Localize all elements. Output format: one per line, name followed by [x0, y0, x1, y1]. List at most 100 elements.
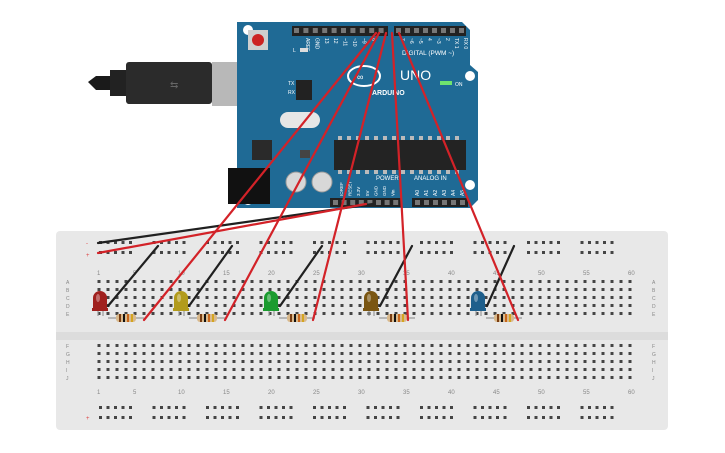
grid-hole[interactable] [277, 368, 281, 371]
header-pin[interactable] [350, 200, 356, 205]
rail-hole[interactable] [335, 406, 339, 409]
grid-hole[interactable] [178, 360, 182, 363]
grid-hole[interactable] [448, 296, 452, 299]
grid-hole[interactable] [142, 312, 146, 315]
grid-hole[interactable] [160, 360, 164, 363]
grid-hole[interactable] [358, 296, 362, 299]
header-pin[interactable] [367, 200, 373, 205]
grid-hole[interactable] [619, 344, 623, 347]
grid-hole[interactable] [493, 368, 497, 371]
grid-hole[interactable] [520, 376, 524, 379]
grid-hole[interactable] [349, 344, 353, 347]
grid-hole[interactable] [187, 296, 191, 299]
rail-hole[interactable] [320, 241, 324, 244]
grid-hole[interactable] [205, 296, 209, 299]
grid-hole[interactable] [547, 344, 551, 347]
grid-hole[interactable] [412, 304, 416, 307]
grid-hole[interactable] [223, 344, 227, 347]
rail-hole[interactable] [496, 241, 499, 244]
grid-hole[interactable] [205, 368, 209, 371]
grid-hole[interactable] [619, 280, 623, 283]
grid-hole[interactable] [169, 352, 173, 355]
rail-hole[interactable] [396, 241, 400, 244]
led-ground-wire[interactable] [378, 244, 414, 308]
rail-hole[interactable] [580, 251, 584, 254]
grid-hole[interactable] [124, 280, 128, 283]
grid-hole[interactable] [547, 304, 551, 307]
grid-hole[interactable] [367, 344, 371, 347]
rail-hole[interactable] [549, 251, 553, 254]
rail-hole[interactable] [366, 251, 370, 254]
header-pin[interactable] [415, 200, 420, 205]
grid-hole[interactable] [169, 368, 173, 371]
grid-hole[interactable] [367, 280, 371, 283]
grid-hole[interactable] [268, 344, 272, 347]
grid-hole[interactable] [187, 280, 191, 283]
grid-hole[interactable] [592, 288, 596, 291]
rail-hole[interactable] [435, 416, 438, 419]
grid-hole[interactable] [385, 280, 389, 283]
grid-hole[interactable] [295, 352, 299, 355]
grid-hole[interactable] [556, 360, 560, 363]
resistor[interactable] [189, 314, 225, 322]
rail-hole[interactable] [152, 416, 156, 419]
rail-hole[interactable] [129, 406, 132, 409]
grid-hole[interactable] [304, 352, 308, 355]
grid-hole[interactable] [178, 344, 182, 347]
grid-hole[interactable] [538, 344, 542, 347]
rail-hole[interactable] [442, 406, 446, 409]
header-pin[interactable] [333, 200, 338, 205]
rail-hole[interactable] [221, 241, 224, 244]
grid-hole[interactable] [439, 304, 443, 307]
grid-hole[interactable] [214, 280, 218, 283]
grid-hole[interactable] [538, 280, 542, 283]
grid-hole[interactable] [394, 352, 398, 355]
grid-hole[interactable] [385, 376, 389, 379]
rail-hole[interactable] [182, 406, 186, 409]
grid-hole[interactable] [385, 360, 389, 363]
grid-hole[interactable] [403, 376, 407, 379]
rail-hole[interactable] [175, 406, 178, 409]
rail-hole[interactable] [206, 416, 209, 419]
rail-hole[interactable] [427, 241, 431, 244]
grid-hole[interactable] [178, 288, 182, 291]
grid-hole[interactable] [547, 288, 551, 291]
grid-hole[interactable] [466, 304, 470, 307]
grid-hole[interactable] [331, 280, 335, 283]
rail-hole[interactable] [175, 416, 178, 419]
grid-hole[interactable] [403, 312, 407, 315]
rail-hole[interactable] [595, 241, 599, 244]
rail-hole[interactable] [588, 416, 591, 419]
grid-hole[interactable] [583, 360, 587, 363]
grid-hole[interactable] [376, 288, 380, 291]
rail-hole[interactable] [366, 416, 370, 419]
header-pin[interactable] [393, 200, 399, 205]
led-ground-wire[interactable] [278, 244, 324, 308]
grid-hole[interactable] [232, 360, 236, 363]
grid-hole[interactable] [385, 368, 389, 371]
grid-hole[interactable] [457, 344, 461, 347]
grid-hole[interactable] [403, 368, 407, 371]
grid-hole[interactable] [367, 288, 371, 291]
grid-hole[interactable] [187, 344, 191, 347]
rail-hole[interactable] [289, 416, 293, 419]
grid-hole[interactable] [520, 352, 524, 355]
grid-hole[interactable] [439, 352, 443, 355]
grid-hole[interactable] [187, 360, 191, 363]
grid-hole[interactable] [142, 344, 146, 347]
grid-hole[interactable] [583, 296, 587, 299]
grid-hole[interactable] [187, 288, 191, 291]
grid-hole[interactable] [322, 360, 326, 363]
grid-hole[interactable] [493, 376, 497, 379]
grid-hole[interactable] [250, 312, 254, 315]
grid-hole[interactable] [619, 296, 623, 299]
grid-hole[interactable] [556, 280, 560, 283]
grid-hole[interactable] [610, 304, 614, 307]
grid-hole[interactable] [502, 280, 506, 283]
grid-hole[interactable] [106, 312, 110, 315]
grid-hole[interactable] [592, 296, 596, 299]
grid-hole[interactable] [430, 312, 434, 315]
rail-hole[interactable] [557, 416, 560, 419]
grid-hole[interactable] [124, 304, 128, 307]
rail-hole[interactable] [450, 251, 453, 254]
